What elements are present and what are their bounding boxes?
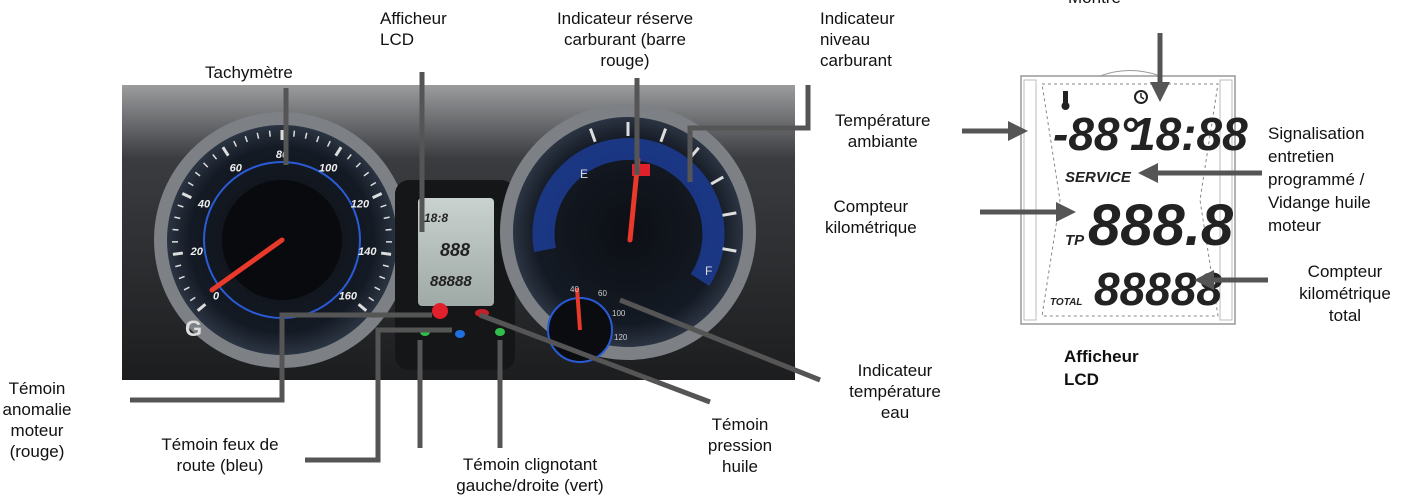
speed-tick-label: 160 bbox=[339, 290, 358, 302]
speed-tick bbox=[379, 275, 386, 280]
speed-tick bbox=[383, 216, 390, 220]
svg-text:88888: 88888 bbox=[430, 273, 472, 290]
speed-tick bbox=[203, 162, 209, 168]
lcd-tp-label: TP bbox=[1065, 232, 1085, 249]
speed-tick bbox=[174, 216, 181, 220]
svg-text:40: 40 bbox=[570, 285, 579, 294]
speed-tick bbox=[346, 154, 352, 160]
lcd-detail: -88° 18:88 SERVICE TP 888.8 TOTAL 88888 bbox=[1020, 70, 1248, 325]
fuel-temp-gauge: E F 40 60 100 120 bbox=[500, 104, 756, 363]
svg-text:100: 100 bbox=[612, 309, 626, 318]
fuel-full-label: F bbox=[705, 264, 712, 278]
label-tachymetre: Tachymètre bbox=[205, 63, 293, 82]
speed-tick bbox=[177, 204, 184, 208]
speed-tick bbox=[326, 140, 331, 147]
fuel-tick bbox=[588, 128, 597, 143]
fuel-tick bbox=[659, 128, 668, 143]
speed-tick-label: 60 bbox=[230, 162, 243, 174]
speed-tick bbox=[196, 303, 207, 312]
engine-warning-light bbox=[432, 303, 448, 319]
svg-text:18:8: 18:8 bbox=[424, 211, 448, 225]
speed-needle bbox=[209, 237, 285, 293]
lcd-total: 88888 bbox=[1094, 263, 1222, 315]
lcd-clock: 18:88 bbox=[1130, 108, 1248, 160]
high-beam-light bbox=[455, 330, 465, 338]
speed-tick-label: 140 bbox=[358, 246, 377, 258]
speed-tick bbox=[178, 275, 185, 280]
lcd-arrows bbox=[962, 33, 1268, 290]
fuel-tick bbox=[710, 175, 725, 186]
temp-needle bbox=[575, 287, 582, 331]
speed-tick bbox=[244, 136, 248, 143]
leader-lines bbox=[130, 72, 821, 463]
speed-tick bbox=[385, 228, 392, 231]
speed-tick bbox=[357, 303, 368, 312]
lcd-temperature: -88° bbox=[1053, 108, 1138, 160]
speed-tick bbox=[304, 132, 308, 139]
speed-tick-label: 100 bbox=[319, 162, 338, 174]
speed-tick bbox=[380, 251, 392, 256]
speed-tick bbox=[363, 171, 370, 177]
speed-tick bbox=[371, 192, 383, 200]
lcd-trip: 888.8 bbox=[1088, 193, 1234, 258]
speed-tick-label: 120 bbox=[351, 199, 370, 211]
center-lcd: 18:8 888 88888 bbox=[395, 180, 515, 370]
svg-text:888: 888 bbox=[440, 240, 470, 260]
fuel-tick bbox=[722, 211, 737, 217]
speed-tick bbox=[172, 228, 179, 231]
svg-text:60: 60 bbox=[598, 289, 607, 298]
speed-tick bbox=[183, 286, 190, 291]
lcd-service: SERVICE bbox=[1065, 169, 1132, 186]
lcd-total-label: TOTAL bbox=[1050, 297, 1082, 308]
speed-tick bbox=[189, 296, 196, 302]
fuel-empty-label: E bbox=[580, 167, 588, 181]
speed-tick bbox=[355, 162, 361, 168]
thermometer-icon bbox=[1063, 91, 1068, 104]
speed-tick bbox=[256, 132, 260, 139]
speed-tick bbox=[194, 171, 201, 177]
speed-tick bbox=[380, 204, 387, 208]
speed-tick bbox=[370, 181, 377, 187]
label-montre: Montre bbox=[1068, 0, 1121, 8]
fuel-tick bbox=[722, 247, 737, 253]
speed-tick bbox=[172, 251, 184, 256]
speed-tick bbox=[334, 146, 343, 157]
speed-tick bbox=[212, 154, 218, 160]
speed-tick-label: 0 bbox=[213, 290, 220, 302]
speed-tick bbox=[181, 192, 193, 200]
speed-tick bbox=[187, 181, 194, 187]
speed-tick bbox=[374, 286, 381, 291]
speed-tick bbox=[221, 146, 230, 157]
turn-right-light bbox=[495, 328, 505, 336]
speed-tick bbox=[382, 264, 389, 268]
speed-tick-label: 40 bbox=[197, 199, 211, 211]
speed-tick bbox=[233, 140, 238, 147]
speed-tick bbox=[175, 264, 182, 268]
svg-text:120: 120 bbox=[614, 333, 628, 342]
speed-tick-label: 20 bbox=[190, 246, 204, 258]
speed-tick bbox=[268, 130, 271, 137]
clock-icon bbox=[1134, 90, 1148, 104]
speed-tick bbox=[316, 136, 320, 143]
speed-tick bbox=[293, 130, 296, 137]
svg-text:G: G bbox=[185, 316, 202, 341]
speed-tick bbox=[368, 296, 375, 302]
